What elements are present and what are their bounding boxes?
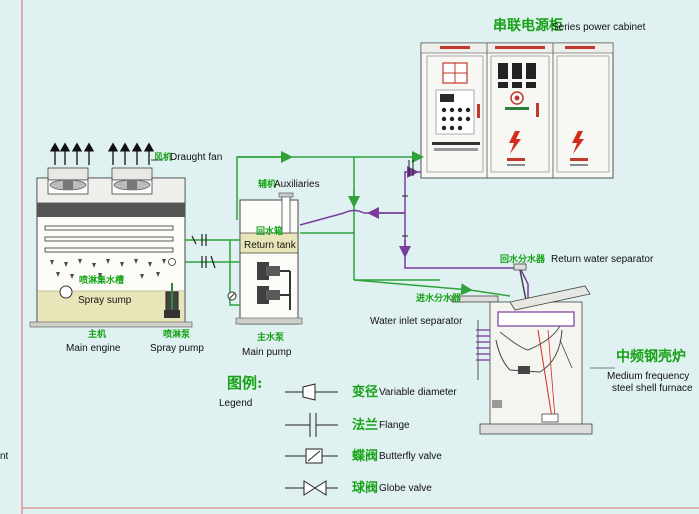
spray-pump-label-en: Spray pump bbox=[150, 343, 204, 354]
main-engine-label-en: Main engine bbox=[66, 343, 121, 354]
legend-variable-diameter-en: Variable diameter bbox=[379, 387, 457, 398]
flange-symbol bbox=[285, 413, 338, 437]
spray-sump-label-cn: 喷淋集水槽 bbox=[79, 274, 124, 286]
main-pump-label-en: Main pump bbox=[242, 347, 292, 358]
legend-title-cn: 图例: bbox=[227, 374, 263, 392]
legend-title-en: Legend bbox=[219, 398, 252, 409]
globe-valve-symbol bbox=[285, 480, 338, 496]
furnace-label-en-1: Medium frequency bbox=[607, 371, 689, 382]
furnace-label-en-2: steel shell furnace bbox=[612, 383, 693, 394]
draught-fan-label-en: Draught fan bbox=[170, 152, 222, 163]
draught-fan-label-cn: 风机 bbox=[154, 151, 172, 163]
main-pump-label-cn: 主水泵 bbox=[257, 331, 285, 343]
legend-butterfly-valve-en: Butterfly valve bbox=[379, 451, 442, 462]
cabinet-label-en: Series power cabinet bbox=[552, 22, 646, 33]
main-engine-label-cn: 主机 bbox=[88, 328, 106, 340]
legend-globe-valve-cn: 球阀 bbox=[352, 480, 378, 496]
legend-flange-cn: 法兰 bbox=[352, 417, 378, 433]
auxiliaries-label-en: Auxiliaries bbox=[274, 179, 320, 190]
purple-pipes bbox=[299, 166, 529, 300]
variable-diameter-symbol bbox=[285, 383, 338, 401]
auxiliaries-label-cn: 辅机 bbox=[258, 178, 276, 190]
inlet-separator-label-cn: 进水分水器 bbox=[416, 292, 462, 304]
inlet-separator-label-en: Water inlet separator bbox=[370, 316, 463, 327]
water-inlet-separator bbox=[451, 295, 499, 303]
return-tank-label-cn: 回水箱 bbox=[256, 225, 283, 237]
legend-globe-valve-en: Globe valve bbox=[379, 483, 432, 494]
spray-sump-label-en: Spray sump bbox=[78, 295, 132, 306]
butterfly-valve-symbol bbox=[285, 448, 338, 464]
series-power-cabinet: 串联电源柜 Series power cabinet bbox=[420, 17, 646, 179]
left-edge-text: nt bbox=[0, 451, 9, 462]
legend-butterfly-valve-cn: 蝶阀 bbox=[352, 448, 378, 464]
return-separator-label-cn: 回水分水器 bbox=[500, 253, 546, 265]
draught-fan-right bbox=[111, 167, 153, 195]
legend-variable-diameter-cn: 变径 bbox=[352, 384, 378, 400]
legend-flange-en: Flange bbox=[379, 420, 410, 431]
draught-fan-left bbox=[47, 167, 89, 195]
return-separator-label-en: Return water separator bbox=[551, 254, 654, 265]
spray-pump-label-cn: 喷淋泵 bbox=[163, 328, 191, 340]
auxiliaries-unit bbox=[235, 192, 303, 325]
return-tank-label-en: Return tank bbox=[244, 240, 297, 251]
steel-shell-furnace bbox=[476, 285, 593, 435]
legend: 图例: Legend 变径 Variable diameter 法兰 Flang… bbox=[219, 374, 457, 496]
cabinet-label-cn: 串联电源柜 bbox=[493, 17, 563, 34]
green-pipes bbox=[171, 151, 511, 310]
air-flow-arrows bbox=[49, 142, 155, 165]
furnace-label-cn: 中频钢壳炉 bbox=[616, 348, 686, 365]
